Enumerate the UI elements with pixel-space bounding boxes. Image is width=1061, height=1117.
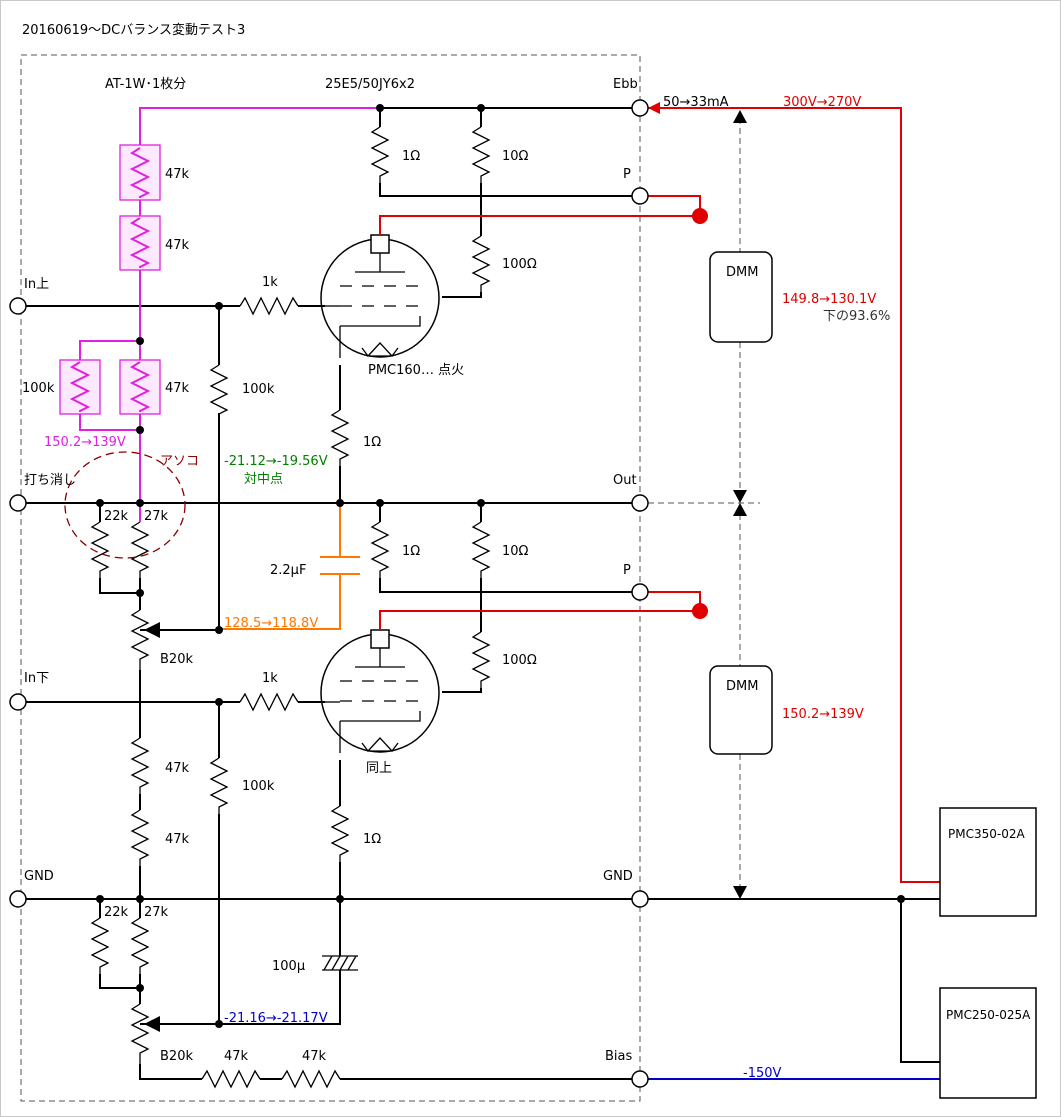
label-b20k-bottom: B20k (160, 1049, 193, 1064)
label-r47k-1: 47k (165, 167, 190, 182)
label-r1-cathode-bottom: 1Ω (363, 832, 381, 847)
label-dmm-top-percent: 下の93.6% (823, 309, 890, 324)
terminal-p-bottom (631, 583, 649, 601)
label-r100k-magenta: 100k (22, 381, 55, 396)
label-pmc350: PMC350-02A (948, 827, 1025, 841)
label-pmc250: PMC250-025A (946, 1008, 1031, 1022)
terminal-ebb (631, 99, 649, 117)
supply-wire (648, 102, 940, 883)
chassis-outline (20, 54, 641, 1102)
pmc250-box (939, 987, 1037, 1099)
label-b20k-top: B20k (160, 652, 193, 667)
attention-ellipse (64, 451, 186, 559)
label-r100k-top: 100k (242, 382, 275, 397)
label-bias-voltage: -150V (743, 1066, 782, 1081)
wiring (26, 107, 940, 1080)
terminal-in-top (9, 297, 27, 315)
label-p-top: P (623, 167, 631, 182)
label-tube: 25E5/50JY6x2 (325, 77, 415, 92)
probe-top (692, 208, 708, 224)
label-gnd-right: GND (603, 869, 633, 884)
label-magenta-voltage: 150.2→139V (44, 435, 126, 450)
label-r10-out: 10Ω (502, 544, 529, 559)
label-cap-gnd: 100μ (272, 959, 305, 974)
label-p-bottom: P (623, 563, 631, 578)
dmm-measurement-lines (733, 110, 747, 899)
terminal-out (631, 494, 649, 512)
label-r47k-7: 47k (302, 1049, 327, 1064)
label-r100-bottom: 100Ω (502, 653, 537, 668)
terminal-gnd-left (9, 890, 27, 908)
label-blue-voltage: -21.16→-21.17V (224, 1011, 328, 1026)
cathode-bypass-capacitor (322, 955, 358, 971)
terminal-uchikeshi (9, 494, 27, 512)
label-dmm-top: DMM (726, 265, 758, 280)
label-r27k-top: 27k (144, 509, 169, 524)
tube-top (320, 215, 700, 358)
pot-wipers (144, 622, 160, 1032)
labels: AT-1W･1枚分 25E5/50JY6x2 Ebb 50→33mA 300V→… (22, 77, 1031, 1081)
terminal-p-top (631, 187, 649, 205)
label-doujou: 同上 (366, 761, 392, 776)
page-title: 20160619～DCバランス変動テスト3 (22, 22, 245, 38)
label-out: Out (613, 473, 637, 488)
label-asoko: アソコ (160, 454, 199, 469)
label-dmm-bottom-voltage: 150.2→139V (782, 707, 864, 722)
label-in-top: In上 (24, 277, 49, 292)
at1w-resistor-chain (59, 107, 380, 522)
label-orange-voltage: 128.5→118.8V (224, 616, 318, 631)
label-r47k-3: 47k (165, 381, 190, 396)
label-bias: Bias (605, 1049, 632, 1064)
label-uchikeshi: 打ち消し (24, 473, 76, 488)
label-r22k-top: 22k (104, 509, 129, 524)
probe-bottom (692, 603, 708, 619)
label-r47k-2: 47k (165, 238, 190, 253)
label-dmm-bottom: DMM (726, 679, 758, 694)
terminals (9, 99, 649, 1088)
label-r1k-bottom: 1k (262, 671, 278, 686)
label-in-bottom: In下 (24, 671, 49, 686)
label-ebb: Ebb (613, 77, 638, 92)
label-green-voltage: -21.12→-19.56V (224, 454, 328, 469)
pmc350-box (939, 807, 1037, 917)
label-r10-top: 10Ω (502, 149, 529, 164)
label-taichuten: 対中点 (244, 472, 283, 487)
label-current: 50→33mA (663, 95, 729, 110)
label-r1-out: 1Ω (402, 544, 420, 559)
label-r27k-bottom: 27k (144, 905, 169, 920)
label-r47k-6: 47k (224, 1049, 249, 1064)
label-r47k-5: 47k (165, 832, 190, 847)
terminal-gnd-right (631, 890, 649, 908)
tube-bottom (320, 610, 700, 753)
label-cap-out: 2.2μF (270, 563, 306, 578)
label-r1-top: 1Ω (402, 149, 420, 164)
resistors (90, 126, 491, 1089)
terminal-in-bottom (9, 693, 27, 711)
terminal-bias (631, 1070, 649, 1088)
coupling-capacitor (219, 503, 360, 630)
label-r22k-bottom: 22k (104, 905, 129, 920)
label-supply-voltage: 300V→270V (783, 95, 861, 110)
label-gnd-left: GND (24, 869, 54, 884)
label-r100k-bottom: 100k (242, 779, 275, 794)
label-r100-top: 100Ω (502, 257, 537, 272)
label-at1w: AT-1W･1枚分 (105, 77, 186, 92)
label-pmc160: PMC160… 点火 (368, 363, 464, 378)
label-dmm-top-voltage: 149.8→130.1V (782, 292, 876, 307)
label-r1k-top: 1k (262, 275, 278, 290)
dmm-box-top (709, 251, 773, 343)
label-r47k-4: 47k (165, 761, 190, 776)
junction-dots (96, 104, 905, 1028)
dmm-box-bottom (709, 665, 773, 755)
label-r1-cathode-top: 1Ω (363, 435, 381, 450)
